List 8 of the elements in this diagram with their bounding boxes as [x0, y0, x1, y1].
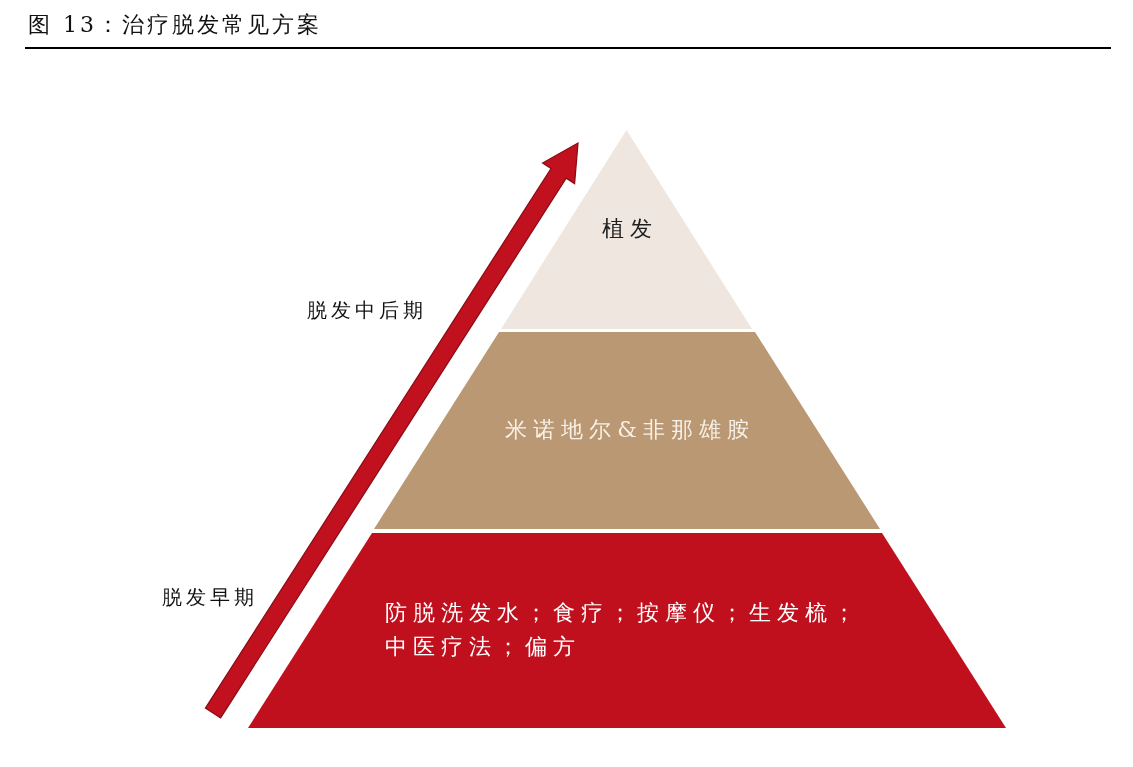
stage-label: 脱发中后期 — [307, 297, 427, 323]
tier-label: 防脱洗发水；食疗；按摩仪；生发梳；中医疗法；偏方 — [385, 599, 862, 661]
stage-label: 脱发早期 — [162, 584, 258, 610]
pyramid-top-tier — [501, 130, 752, 329]
pyramid-middle-tier — [374, 332, 880, 529]
tier-label: 植发 — [601, 215, 658, 243]
figure-title: 图 13：治疗脱发常见方案 — [28, 11, 322, 39]
tier-label: 米诺地尔&非那雄胺 — [505, 416, 755, 444]
